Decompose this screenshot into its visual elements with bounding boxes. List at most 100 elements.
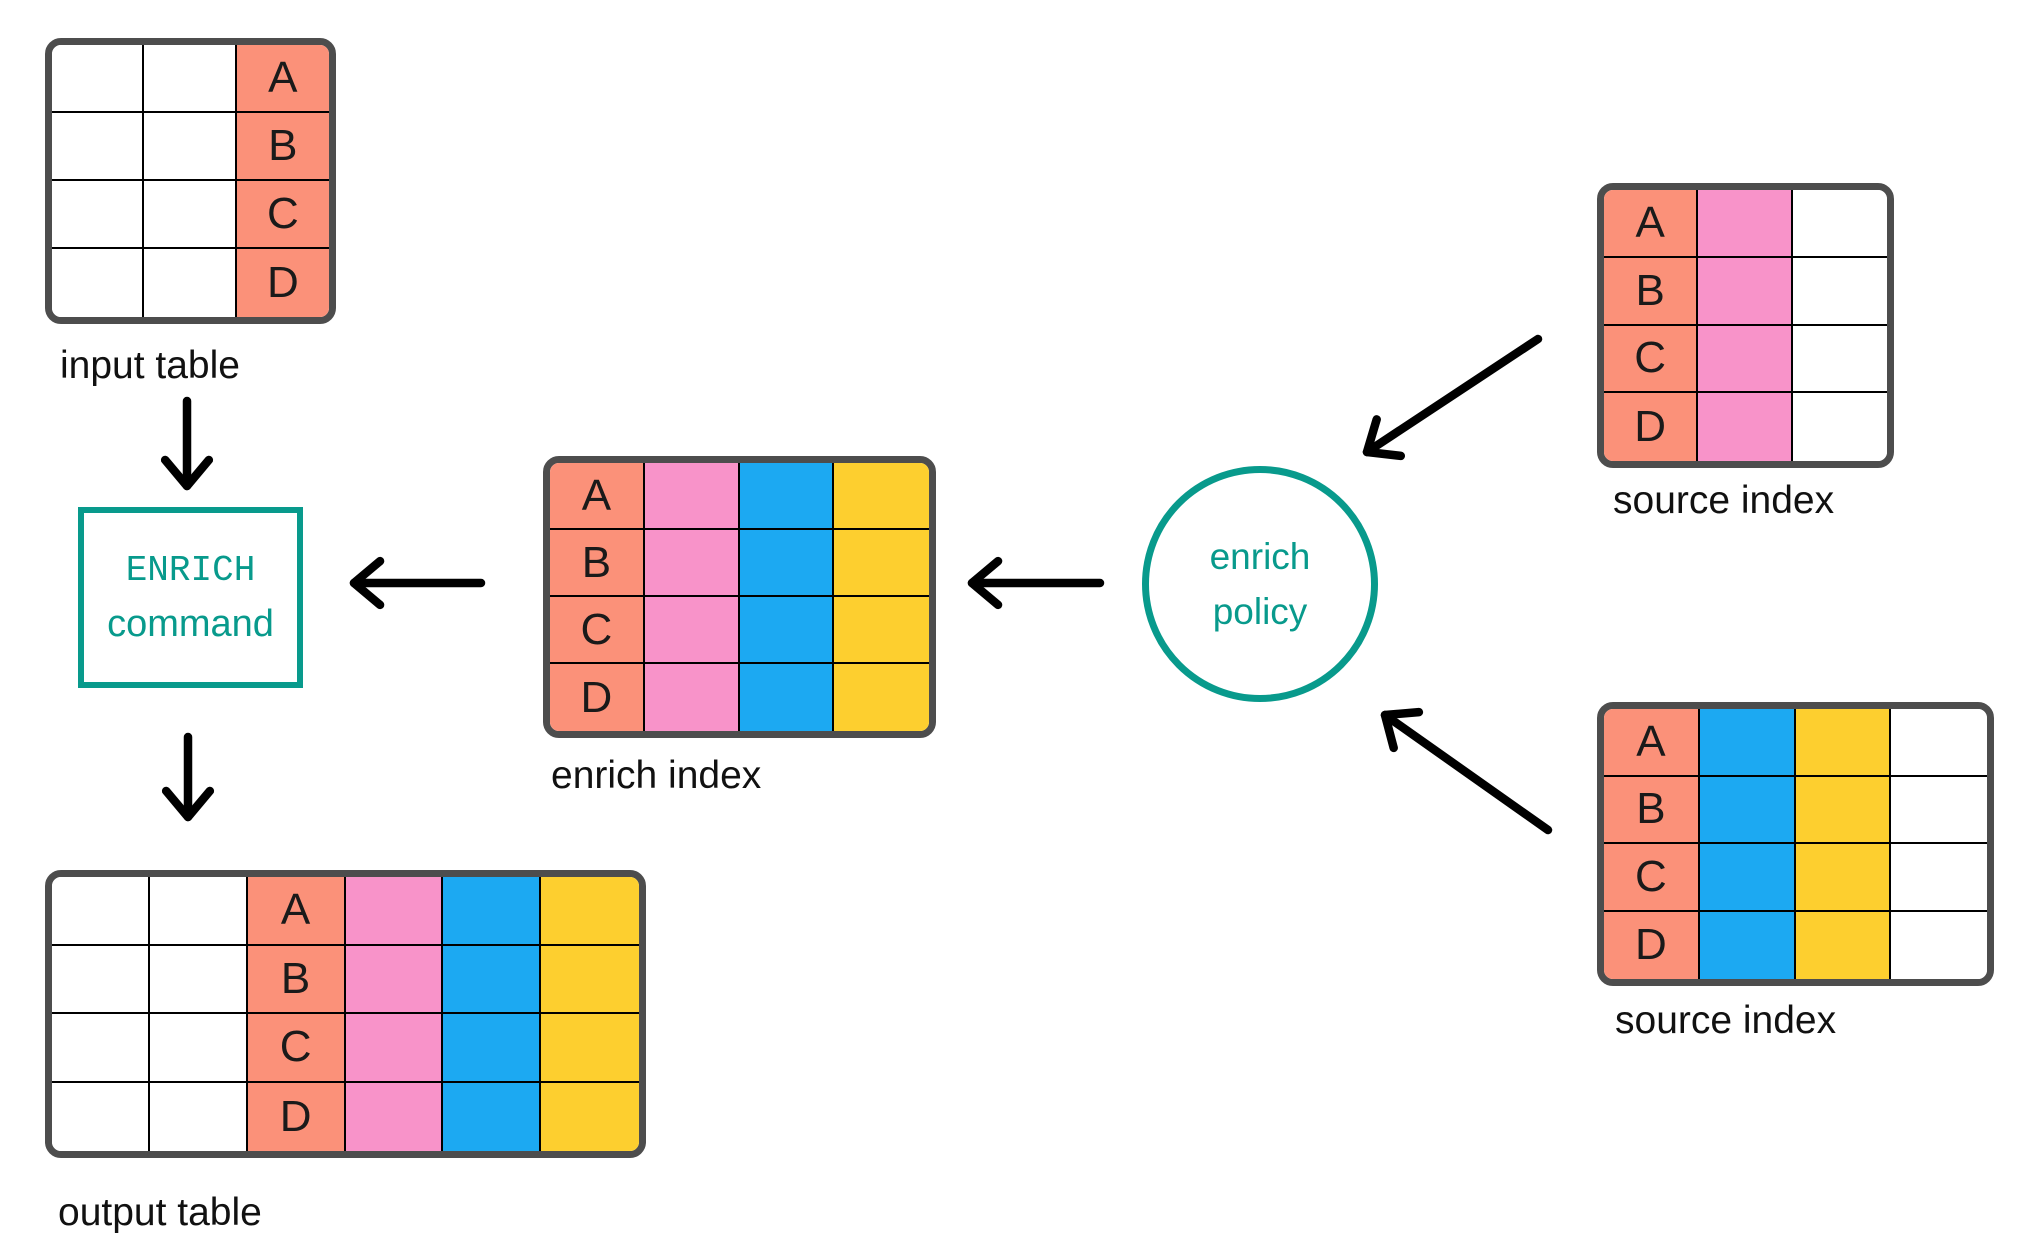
enrich-index-table-cell — [644, 463, 740, 530]
arrow-input-to-command — [160, 396, 214, 491]
output-table-cell — [149, 1082, 248, 1151]
output-table-cell: A — [247, 877, 346, 946]
source-index-top-table-cell — [1792, 325, 1887, 394]
output-table-cell — [541, 1082, 639, 1151]
source-index-bottom-table-cell — [1795, 776, 1892, 844]
enrich-index-table-cell: D — [550, 664, 645, 731]
output-table-cell — [345, 877, 444, 946]
source-index-bottom-table-cell — [1795, 709, 1892, 777]
source-index-bottom-table-cell — [1699, 844, 1796, 912]
arrow-source-bottom-to-policy — [1380, 707, 1553, 835]
source-index-top-table-cell — [1698, 190, 1793, 258]
enrich-index-table-cell — [739, 463, 835, 530]
enrich-index-table-cell — [644, 597, 740, 664]
source-index-bottom-table-cell: B — [1604, 776, 1700, 844]
output-table-cell — [443, 877, 542, 946]
enrich-index-table-cell — [739, 530, 835, 597]
input-table-cell — [144, 45, 237, 113]
input-table-cell — [52, 249, 145, 317]
source-index-top-table-cell: A — [1604, 190, 1699, 258]
enrich-policy-line2: policy — [1212, 591, 1308, 632]
source-index-top-table-cell — [1792, 190, 1887, 258]
output-table-cell — [149, 945, 248, 1014]
source-index-bottom-table-cell: A — [1604, 709, 1700, 777]
input-table-cell: C — [236, 181, 329, 249]
source-index-bottom-table-cell — [1891, 776, 1987, 844]
enrich-index-table-cell — [739, 664, 835, 731]
output-table-cell: C — [247, 1014, 346, 1083]
output-table-cell — [149, 1014, 248, 1083]
input-table-cell — [52, 45, 145, 113]
arrow-command-to-output — [161, 732, 215, 822]
output-table-cell — [149, 877, 248, 946]
enrich-index-table-cell: B — [550, 530, 645, 597]
enrich-index-table-label: enrich index — [551, 754, 762, 797]
source-index-bottom-table-cell: D — [1604, 911, 1700, 979]
source-index-top-table-cell: D — [1604, 393, 1699, 461]
source-index-top-table-cell — [1698, 393, 1793, 461]
enrich-index-table-cell — [834, 530, 929, 597]
enrich-index-table-cell — [739, 597, 835, 664]
output-table-cell — [541, 1014, 639, 1083]
enrich-index-table-cell: C — [550, 597, 645, 664]
output-table-cell — [541, 945, 639, 1014]
enrich-index-table-cell — [834, 664, 929, 731]
enrich-index-table-cell — [834, 463, 929, 530]
input-table-cell: D — [236, 249, 329, 317]
input-table-cell — [52, 181, 145, 249]
source-index-bottom-table-label: source index — [1615, 999, 1837, 1042]
output-table-cell — [345, 945, 444, 1014]
arrow-source-top-to-policy — [1362, 334, 1543, 461]
enrich-index-table-cell — [644, 530, 740, 597]
enrich-command-word: command — [107, 602, 274, 645]
output-table-cell: B — [247, 945, 346, 1014]
source-index-bottom-table-cell: C — [1604, 844, 1700, 912]
enrich-index-table-cell — [834, 597, 929, 664]
input-table-cell: B — [236, 113, 329, 181]
output-table-cell — [345, 1082, 444, 1151]
output-table-label: output table — [58, 1191, 262, 1234]
output-table-cell — [443, 1014, 542, 1083]
input-table-cell: A — [236, 45, 329, 113]
source-index-bottom-table-cell — [1795, 844, 1892, 912]
output-table-cell — [443, 945, 542, 1014]
source-index-bottom-table-cell — [1699, 911, 1796, 979]
input-table-cell — [144, 181, 237, 249]
source-index-top-table-cell — [1792, 257, 1887, 326]
source-index-bottom-table-cell — [1891, 911, 1987, 979]
output-table-cell — [52, 877, 150, 946]
source-index-bottom-table-cell — [1795, 911, 1892, 979]
output-table-cell — [443, 1082, 542, 1151]
source-index-top-table-cell: C — [1604, 325, 1699, 394]
output-table-cell: D — [247, 1082, 346, 1151]
input-table-cell — [52, 113, 145, 181]
arrow-policy-to-index — [967, 556, 1105, 610]
source-index-bottom-table-cell — [1699, 709, 1796, 777]
source-index-bottom-table-cell — [1891, 709, 1987, 777]
output-table-cell — [345, 1014, 444, 1083]
input-table-cell — [144, 249, 237, 317]
input-table-label: input table — [60, 344, 240, 387]
source-index-top-table-cell — [1792, 393, 1887, 461]
output-table-cell — [52, 945, 150, 1014]
source-index-top-table-cell: B — [1604, 257, 1699, 326]
output-table-cell — [52, 1014, 150, 1083]
enrich-index-table-cell — [644, 664, 740, 731]
arrow-index-to-command — [349, 556, 486, 610]
source-index-top-table-cell — [1698, 325, 1793, 394]
source-index-top-table-label: source index — [1613, 479, 1835, 522]
enrich-policy-line1: enrich — [1209, 535, 1311, 577]
enrich-index-table-cell: A — [550, 463, 645, 530]
output-table-cell — [541, 877, 639, 946]
source-index-top-table-cell — [1698, 257, 1793, 326]
source-index-bottom-table-cell — [1891, 844, 1987, 912]
enrich-policy-node: enrich policy — [1142, 466, 1378, 702]
input-table-cell — [144, 113, 237, 181]
enrich-command-node: ENRICH command — [78, 507, 303, 688]
